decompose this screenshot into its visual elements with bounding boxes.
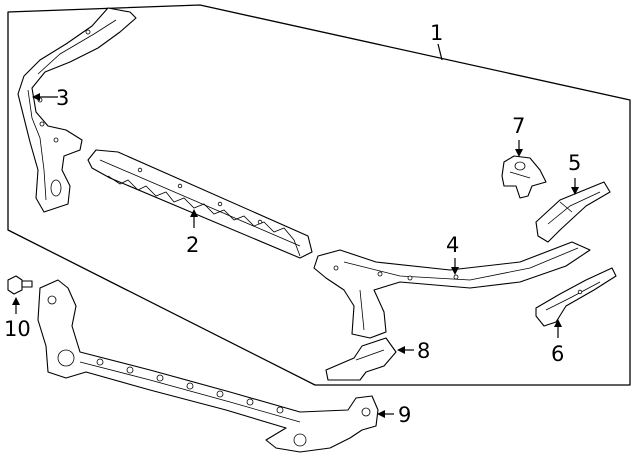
callout-5: 5 xyxy=(568,151,581,175)
callout-6: 6 xyxy=(551,342,564,366)
part-9-lower-tie-bar xyxy=(37,279,379,453)
leader-lines xyxy=(12,43,579,418)
part-3-side-bracket xyxy=(17,7,137,213)
callout-9: 9 xyxy=(398,403,411,427)
callout-4: 4 xyxy=(446,233,459,257)
callout-7: 7 xyxy=(512,114,525,138)
callout-10: 10 xyxy=(4,317,31,341)
assembly-outline xyxy=(7,4,631,386)
callout-1: 1 xyxy=(430,21,443,45)
callout-2: 2 xyxy=(186,233,199,257)
part-2-upper-tie-bar xyxy=(87,149,313,259)
part-8-lower-bracket xyxy=(325,337,397,381)
callout-3: 3 xyxy=(56,86,69,110)
part-6-side-brace xyxy=(535,267,617,327)
callout-8: 8 xyxy=(417,339,430,363)
part-10-bolt xyxy=(7,275,33,295)
part-4-upper-support xyxy=(313,241,591,339)
part-7-latch-bracket xyxy=(501,155,547,199)
